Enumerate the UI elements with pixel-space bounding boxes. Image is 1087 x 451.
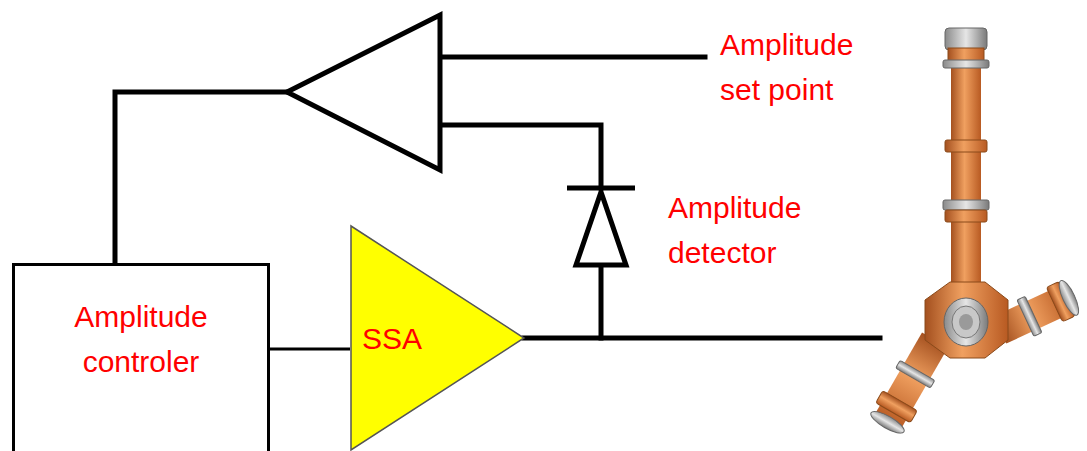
- set-point-wire: [440, 55, 705, 60]
- diode-symbol: [576, 192, 626, 265]
- detector-wire: [440, 125, 601, 188]
- set-point-label: Amplitude set point: [720, 22, 895, 112]
- signal-wire: [270, 348, 350, 351]
- ssa-amplifier: SSA: [350, 225, 525, 451]
- cavity-illustration: [867, 28, 1083, 437]
- detector-tap-wire: [599, 265, 604, 338]
- rf-output-wire: [524, 336, 880, 341]
- controller-name: Amplitude controler: [36, 294, 246, 384]
- amplifier-outline: [351, 226, 524, 450]
- comparator-symbol: [287, 15, 440, 170]
- diode-bar: [567, 186, 635, 191]
- comparator-output-wire: [115, 92, 287, 264]
- controller-box: Amplitude controler: [12, 263, 270, 451]
- amplifier-name: SSA: [362, 316, 422, 361]
- detector-label: Amplitude detector: [668, 185, 843, 275]
